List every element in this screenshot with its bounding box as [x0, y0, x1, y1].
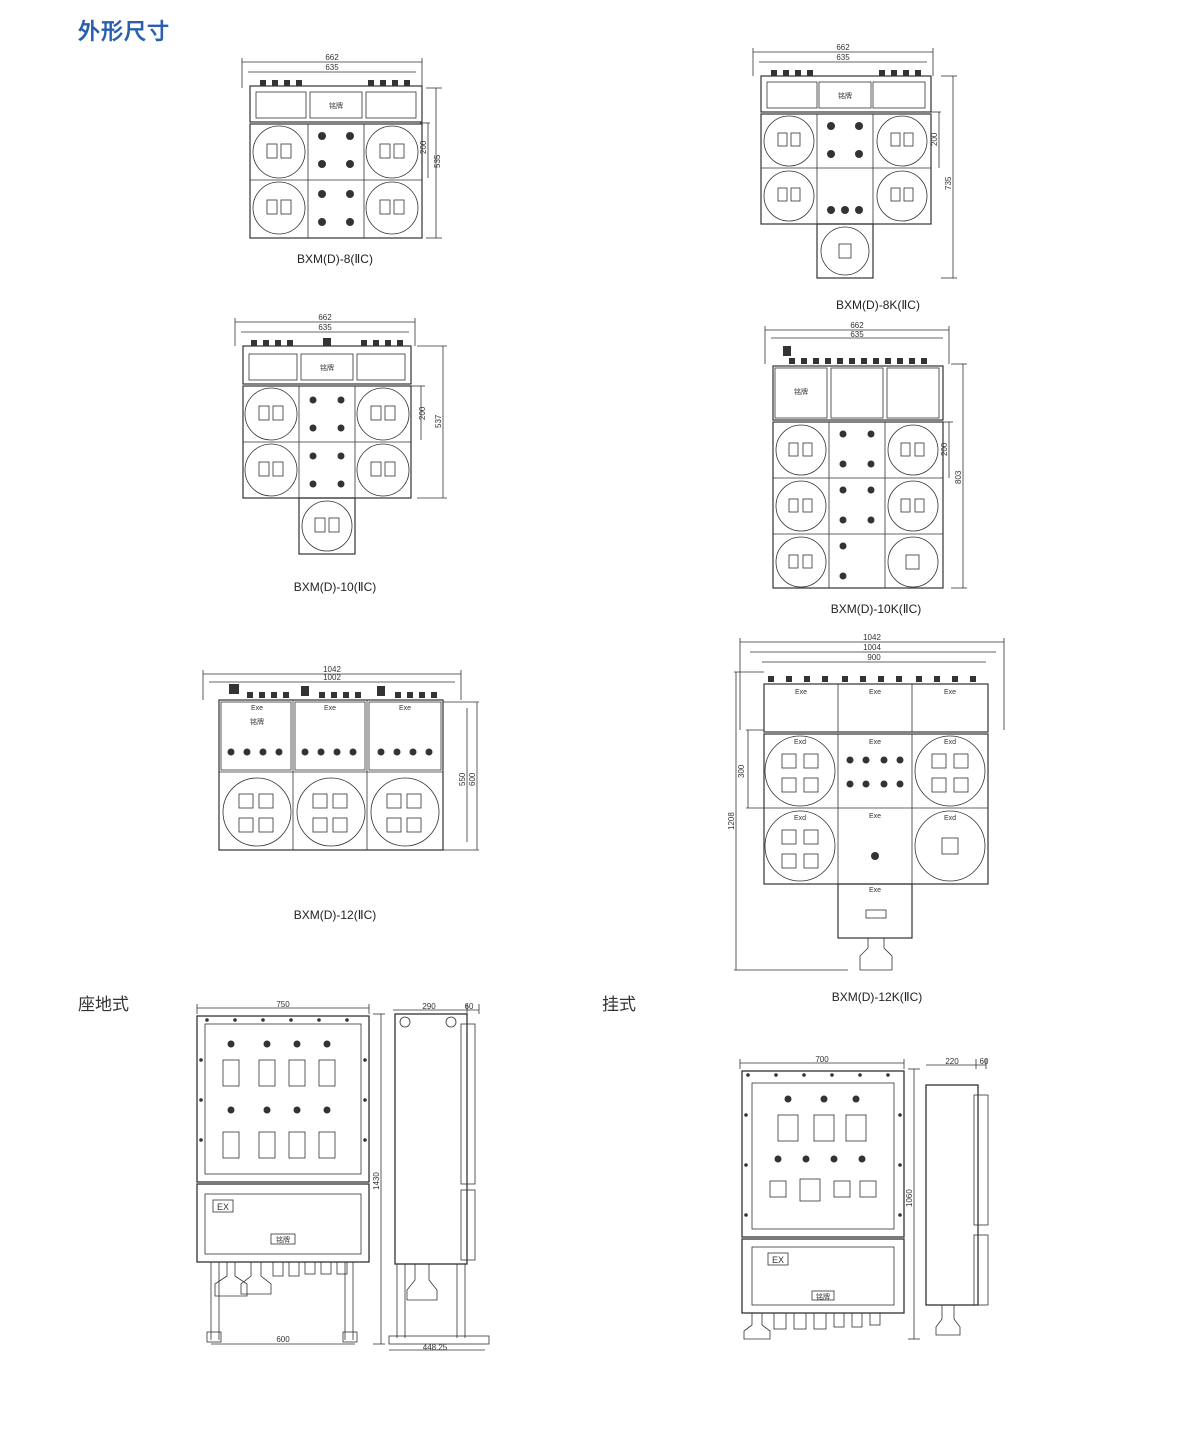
caption-bxmd-12k: BXM(D)-12K(ⅡC)	[831, 990, 923, 1004]
drawing-bxmd-10: 662 635 200 537 铭牌	[234, 313, 447, 555]
dim-width: 700	[815, 1055, 829, 1064]
dim-width-inner: 635	[836, 53, 850, 62]
nameplate-label: 铭牌	[276, 1235, 290, 1244]
dim-width-inner: 635	[318, 323, 332, 332]
caption-bxmd-8: BXM(D)-8(ⅡC)	[297, 252, 373, 266]
drawing-bxmd-12k: 1042 1004 900 300 1208 Exe Exe Exe Exe E…	[727, 633, 1005, 971]
dim-side-depth: 60	[980, 1057, 989, 1066]
dim-base: 600	[276, 1335, 290, 1344]
drawing-floor-type: 750 1430 600 290 60 448.25 EX 铭牌	[196, 1000, 490, 1352]
dim-height-unit: 550	[458, 772, 467, 786]
dim-width-outer: 1042	[323, 665, 341, 674]
dim-width: 750	[276, 1000, 290, 1009]
dim-height-unit: 200	[419, 140, 428, 154]
caption-bxmd-8k: BXM(D)-8K(ⅡC)	[836, 298, 920, 312]
dim-side-depth: 60	[465, 1002, 474, 1011]
exd-label: Exd	[944, 815, 956, 822]
dim-height-total: 1208	[727, 812, 736, 830]
exe-label: Exe	[251, 705, 263, 712]
dim-height-total: 735	[944, 176, 953, 190]
exe-label: Exe	[869, 887, 881, 894]
nameplate-label: 铭牌	[816, 1292, 830, 1301]
nameplate-label: 铭牌	[329, 101, 343, 110]
dim-width-inner: 635	[850, 330, 864, 339]
caption-bxmd-10k: BXM(D)-10K(ⅡC)	[830, 602, 922, 616]
dim-height-total: 535	[433, 154, 442, 168]
exe-label: Exe	[869, 689, 881, 696]
nameplate-label: 铭牌	[794, 387, 808, 396]
page-title: 外形尺寸	[78, 20, 171, 45]
dim-width-inner: 635	[325, 63, 339, 72]
drawing-bxmd-12: 1042 1002 550 600 Exe Exe Exe 铭牌	[202, 665, 479, 851]
dim-width-outer: 662	[325, 53, 339, 62]
dim-height-total: 600	[468, 772, 477, 786]
dim-height-unit: 200	[940, 442, 949, 456]
dim-width-outer: 1042	[863, 633, 881, 642]
dim-side-width: 290	[422, 1002, 436, 1011]
exe-label: Exe	[324, 705, 336, 712]
caption-bxmd-10: BXM(D)-10(ⅡC)	[293, 580, 377, 594]
dim-width-outer: 662	[318, 313, 332, 322]
exe-label: Exe	[795, 689, 807, 696]
dim-width-inner: 1002	[323, 673, 341, 682]
nameplate-label: 铭牌	[320, 363, 334, 372]
ex-mark: EX	[217, 1202, 229, 1212]
dim-foot: 448.25	[423, 1343, 448, 1352]
drawing-bxmd-8k: 662 635 200 735 铭牌	[752, 43, 957, 279]
dim-side-width: 220	[945, 1057, 959, 1066]
dim-height: 1430	[372, 1172, 381, 1190]
nameplate-label: 铭牌	[838, 91, 852, 100]
exe-label: Exe	[399, 705, 411, 712]
exe-label: Exe	[944, 689, 956, 696]
drawing-bxmd-10k: 662 635 200 803 铭牌	[764, 321, 967, 589]
dim-height-unit: 200	[418, 406, 427, 420]
dim-width-core: 900	[867, 653, 881, 662]
dim-height-unit: 300	[737, 764, 746, 778]
dim-height-total: 537	[434, 414, 443, 428]
exd-label: Exd	[794, 815, 806, 822]
exe-label: Exe	[869, 813, 881, 820]
dim-width-outer: 662	[836, 43, 850, 52]
dim-height: 1060	[905, 1189, 914, 1207]
section-wall-label: 挂式	[602, 995, 636, 1015]
dim-width-outer: 662	[850, 321, 864, 330]
ex-mark: EX	[772, 1255, 784, 1265]
nameplate-label: 铭牌	[250, 717, 264, 726]
caption-bxmd-12: BXM(D)-12(ⅡC)	[293, 908, 377, 922]
exd-label: Exd	[794, 739, 806, 746]
exe-label: Exe	[869, 739, 881, 746]
drawing-bxmd-8: 662 635 200 535 铭牌	[241, 53, 442, 239]
exd-label: Exd	[944, 739, 956, 746]
dim-height-unit: 200	[930, 132, 939, 146]
dim-width-inner: 1004	[863, 643, 881, 652]
section-floor-label: 座地式	[78, 995, 129, 1015]
drawing-wall-type: 700 1060 220 60 EX 铭牌	[739, 1055, 989, 1340]
dim-height-total: 803	[954, 470, 963, 484]
